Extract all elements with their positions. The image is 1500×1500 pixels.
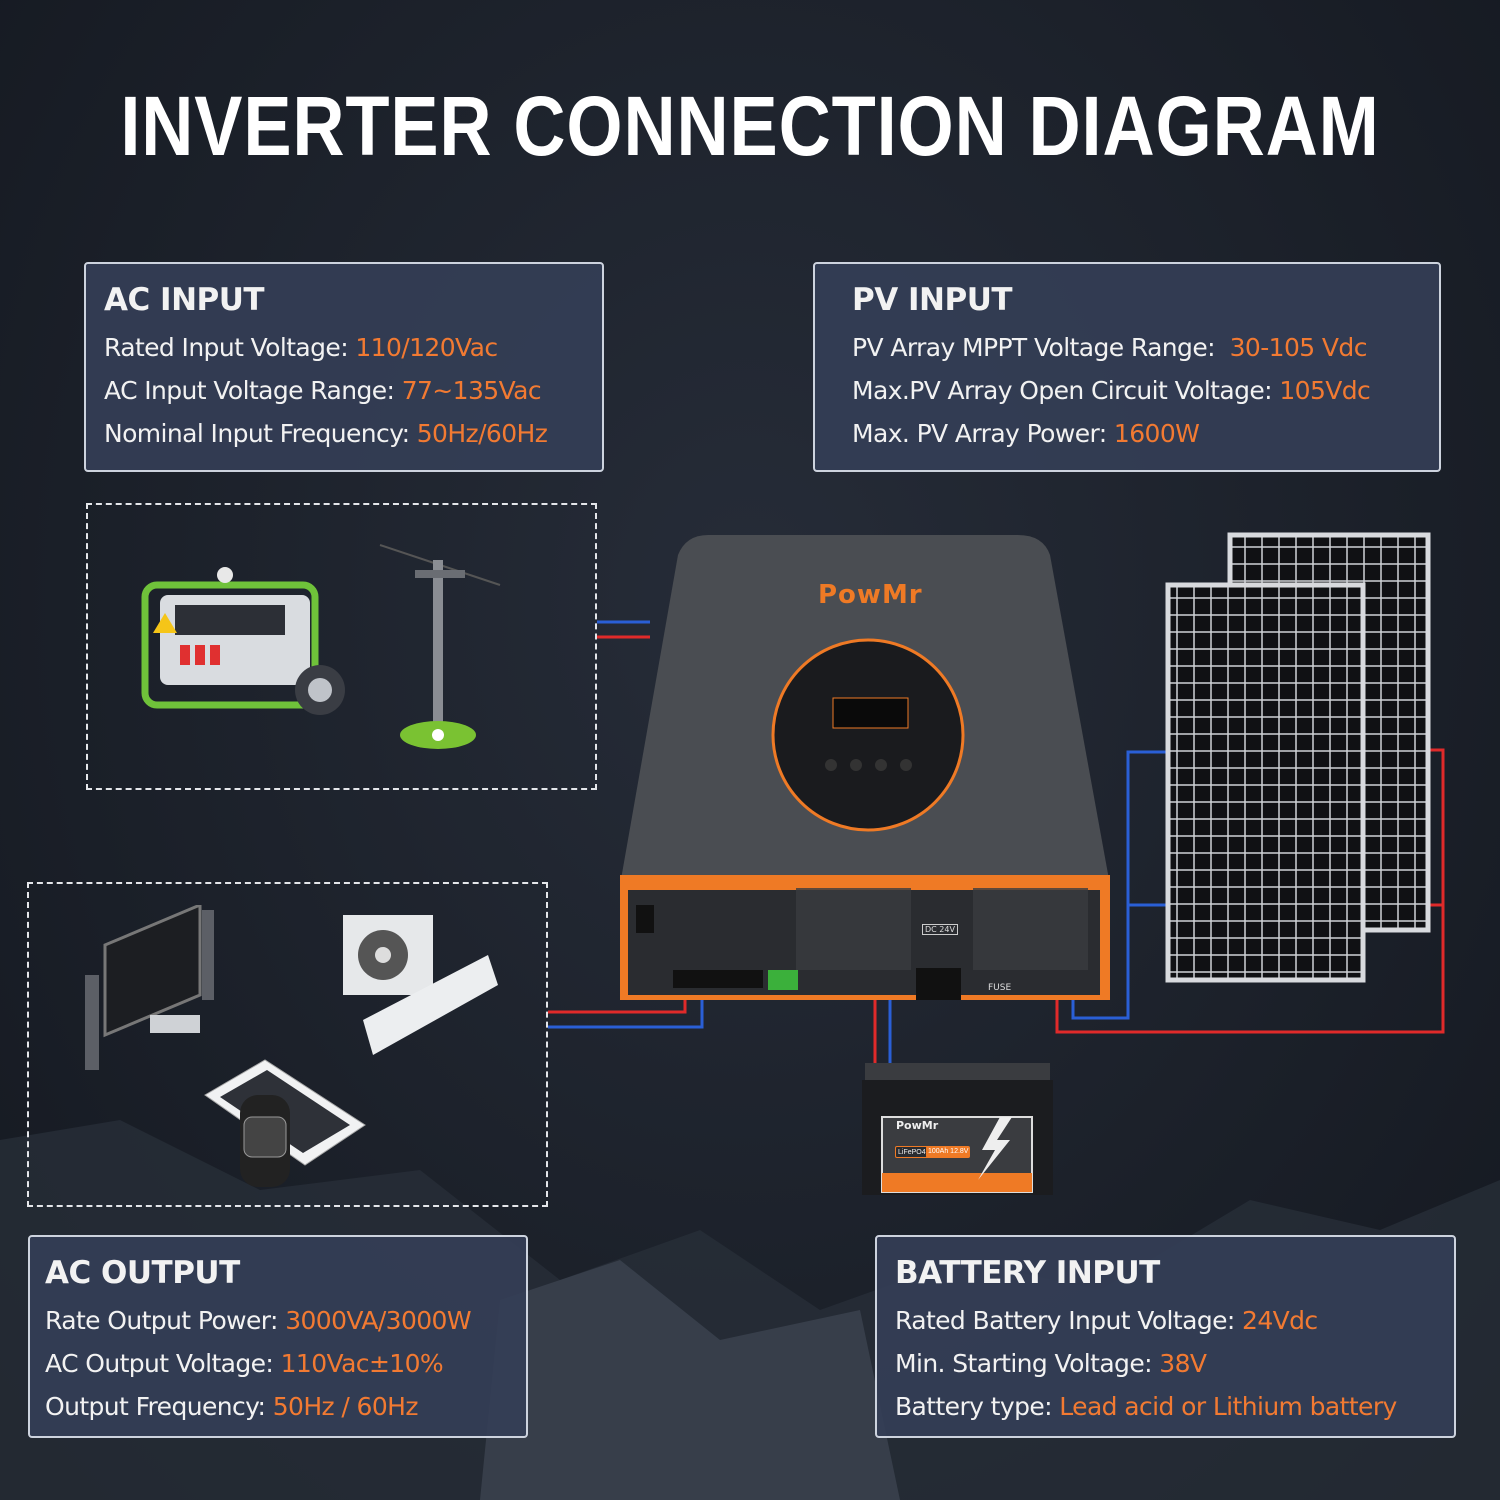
spec-row: PV Array MPPT Voltage Range: 30-105 Vdc [852, 326, 1421, 369]
spec-row: Min. Starting Voltage: 38V [895, 1342, 1436, 1385]
spec-label: PV Array MPPT Voltage Range: [852, 333, 1230, 362]
ac-load-area [27, 882, 548, 1207]
spec-row: Output Frequency: 50Hz / 60Hz [45, 1385, 508, 1428]
spec-value: 1600W [1113, 419, 1200, 448]
ac-input-panel: AC INPUT Rated Input Voltage: 110/120Vac… [84, 262, 604, 472]
air-conditioner-icon [343, 915, 498, 1055]
spec-row: AC Input Voltage Range: 77~135Vac [104, 369, 584, 412]
spec-row: Battery type: Lead acid or Lithium batte… [895, 1385, 1436, 1428]
battery-brand-logo: PowMr [896, 1119, 939, 1132]
spec-label: Rated Input Voltage: [104, 333, 356, 362]
spec-label: Nominal Input Frequency: [104, 419, 417, 448]
spec-value: 50Hz/60Hz [416, 419, 548, 448]
spec-label: Max.PV Array Open Circuit Voltage: [852, 376, 1280, 405]
spec-row: AC Output Voltage: 110Vac±10% [45, 1342, 508, 1385]
battery-input-heading: BATTERY INPUT [895, 1255, 1160, 1291]
spec-label: AC Output Voltage: [45, 1349, 281, 1378]
page-title: INVERTER CONNECTION DIAGRAM [120, 79, 1380, 173]
tv-icon [85, 905, 214, 1070]
utility-pole-icon [379, 544, 501, 749]
spec-row: Max. PV Array Power: 1600W [852, 412, 1421, 455]
spec-value: 105Vdc [1279, 376, 1371, 405]
spec-label: Min. Starting Voltage: [895, 1349, 1160, 1378]
spec-label: Output Frequency: [45, 1392, 273, 1421]
spec-label: Battery type: [895, 1392, 1060, 1421]
fuse-label: FUSE [988, 983, 1012, 993]
dc-voltage-label: DC 24V [922, 924, 958, 935]
ac-output-heading: AC OUTPUT [45, 1255, 240, 1291]
pv-input-panel: PV INPUT PV Array MPPT Voltage Range: 30… [813, 262, 1441, 472]
battery-input-panel: BATTERY INPUT Rated Battery Input Voltag… [875, 1235, 1456, 1438]
spec-row: Nominal Input Frequency: 50Hz/60Hz [104, 412, 584, 455]
spec-value: 3000VA/3000W [285, 1306, 471, 1335]
spec-value: Lead acid or Lithium battery [1059, 1392, 1397, 1421]
ac-source-area [86, 503, 597, 790]
spec-label: Rated Battery Input Voltage: [895, 1306, 1243, 1335]
battery-icon [862, 1063, 1053, 1195]
solar-panel-icon [1165, 532, 1431, 983]
spec-value: 110Vac±10% [280, 1349, 444, 1378]
spec-label: Max. PV Array Power: [852, 419, 1114, 448]
inverter-icon [620, 535, 1110, 1000]
spec-value: 77~135Vac [401, 376, 542, 405]
smartwatch-icon [240, 1095, 290, 1187]
spec-value: 24Vdc [1242, 1306, 1318, 1335]
ac-output-panel: AC OUTPUT Rate Output Power: 3000VA/3000… [28, 1235, 528, 1438]
generator-icon [141, 567, 345, 715]
spec-row: Rated Input Voltage: 110/120Vac [104, 326, 584, 369]
spec-value: 50Hz / 60Hz [272, 1392, 419, 1421]
battery-spec-label: 100Ah 12.8V [926, 1146, 971, 1158]
spec-row: Rated Battery Input Voltage: 24Vdc [895, 1299, 1436, 1342]
spec-row: Rate Output Power: 3000VA/3000W [45, 1299, 508, 1342]
spec-label: AC Input Voltage Range: [104, 376, 402, 405]
battery-chemistry-label: LiFePO4 [895, 1146, 929, 1158]
spec-value: 38V [1159, 1349, 1207, 1378]
spec-value: 110/120Vac [355, 333, 498, 362]
spec-label: Rate Output Power: [45, 1306, 286, 1335]
inverter-brand-logo: PowMr [818, 580, 923, 610]
ac-input-heading: AC INPUT [104, 282, 265, 318]
spec-row: Max.PV Array Open Circuit Voltage: 105Vd… [852, 369, 1421, 412]
spec-value: 30-105 Vdc [1229, 333, 1368, 362]
pv-input-heading: PV INPUT [852, 282, 1013, 318]
